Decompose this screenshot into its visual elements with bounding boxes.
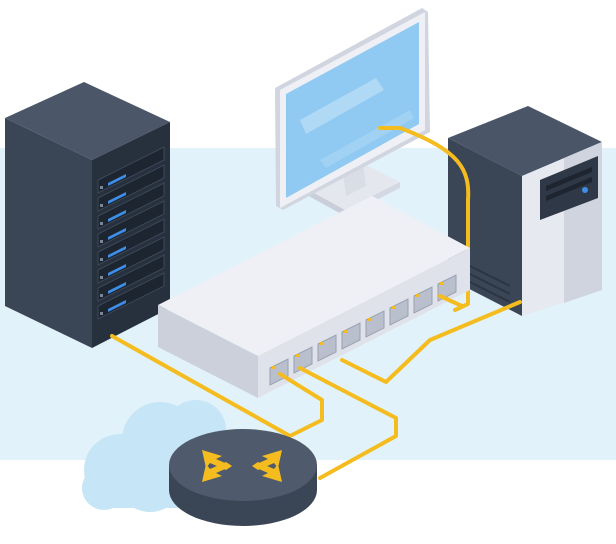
router-icon (169, 429, 317, 526)
router-arrows-icon (202, 450, 282, 482)
desktop-tower-icon (448, 106, 602, 316)
network-switch-icon (158, 196, 470, 398)
switch-ports (269, 274, 457, 386)
cables-back (340, 126, 522, 384)
server-rack-icon (5, 82, 170, 348)
cables-front (110, 294, 464, 480)
monitor-icon (275, 8, 430, 216)
